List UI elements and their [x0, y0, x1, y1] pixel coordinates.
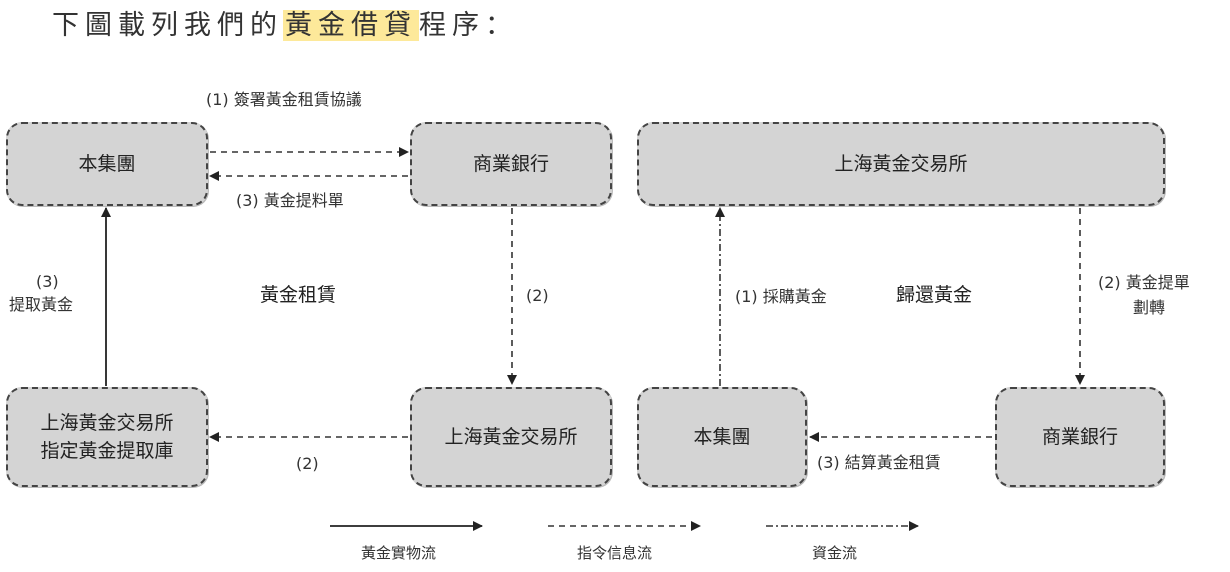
box-bank-top: 商業銀行 — [410, 122, 612, 206]
label-step2-bottom: (2) — [296, 454, 319, 473]
box-bank-top-label: 商業銀行 — [472, 153, 549, 175]
box-group-right: 本集團 — [637, 387, 807, 487]
label-settle-lease: (3) 結算黃金租賃 — [817, 453, 941, 472]
box-sge-top: 上海黃金交易所 — [637, 122, 1165, 206]
label-slip-transfer-1: (2) 黃金提單 — [1098, 273, 1190, 292]
label-buy-gold: (1) 採購黃金 — [735, 287, 827, 306]
box-sge-mid-label: 上海黃金交易所 — [444, 426, 578, 448]
label-step2-left: (2) — [526, 286, 549, 305]
page-heading: 下圖載列我們的黃金借貸程序： — [52, 6, 518, 46]
box-bank-right: 商業銀行 — [995, 387, 1165, 487]
box-vault: 上海黃金交易所 指定黃金提取庫 — [6, 387, 208, 487]
legend-physical-label: 黃金實物流 — [361, 544, 437, 562]
legend-instruction-label: 指令信息流 — [577, 544, 653, 562]
box-bank-right-label: 商業銀行 — [1041, 426, 1118, 448]
box-group-left-label: 本集團 — [78, 153, 136, 175]
box-group-right-label: 本集團 — [693, 426, 751, 448]
box-sge-mid: 上海黃金交易所 — [410, 387, 612, 487]
label-pickup-slip: (3) 黃金提料單 — [236, 191, 344, 210]
label-return-gold: 歸還黃金 — [896, 284, 973, 306]
label-withdraw-text: 提取黃金 — [9, 295, 74, 314]
heading-highlight: 黃金借貸 — [283, 10, 419, 41]
box-sge-top-label: 上海黃金交易所 — [834, 153, 968, 175]
legend-funds-label: 資金流 — [812, 544, 858, 562]
box-vault-label: 上海黃金交易所 指定黃金提取庫 — [40, 412, 174, 462]
heading-pre: 下圖載列我們的 — [52, 10, 283, 41]
label-withdraw-num: (3) — [36, 272, 59, 291]
heading-post: 程序： — [419, 10, 518, 41]
label-sign-lease: (1) 簽署黃金租賃協議 — [206, 90, 362, 109]
label-gold-lease: 黃金租賃 — [260, 284, 337, 306]
box-group-left: 本集團 — [6, 122, 208, 206]
label-slip-transfer-2: 劃轉 — [1133, 298, 1166, 317]
